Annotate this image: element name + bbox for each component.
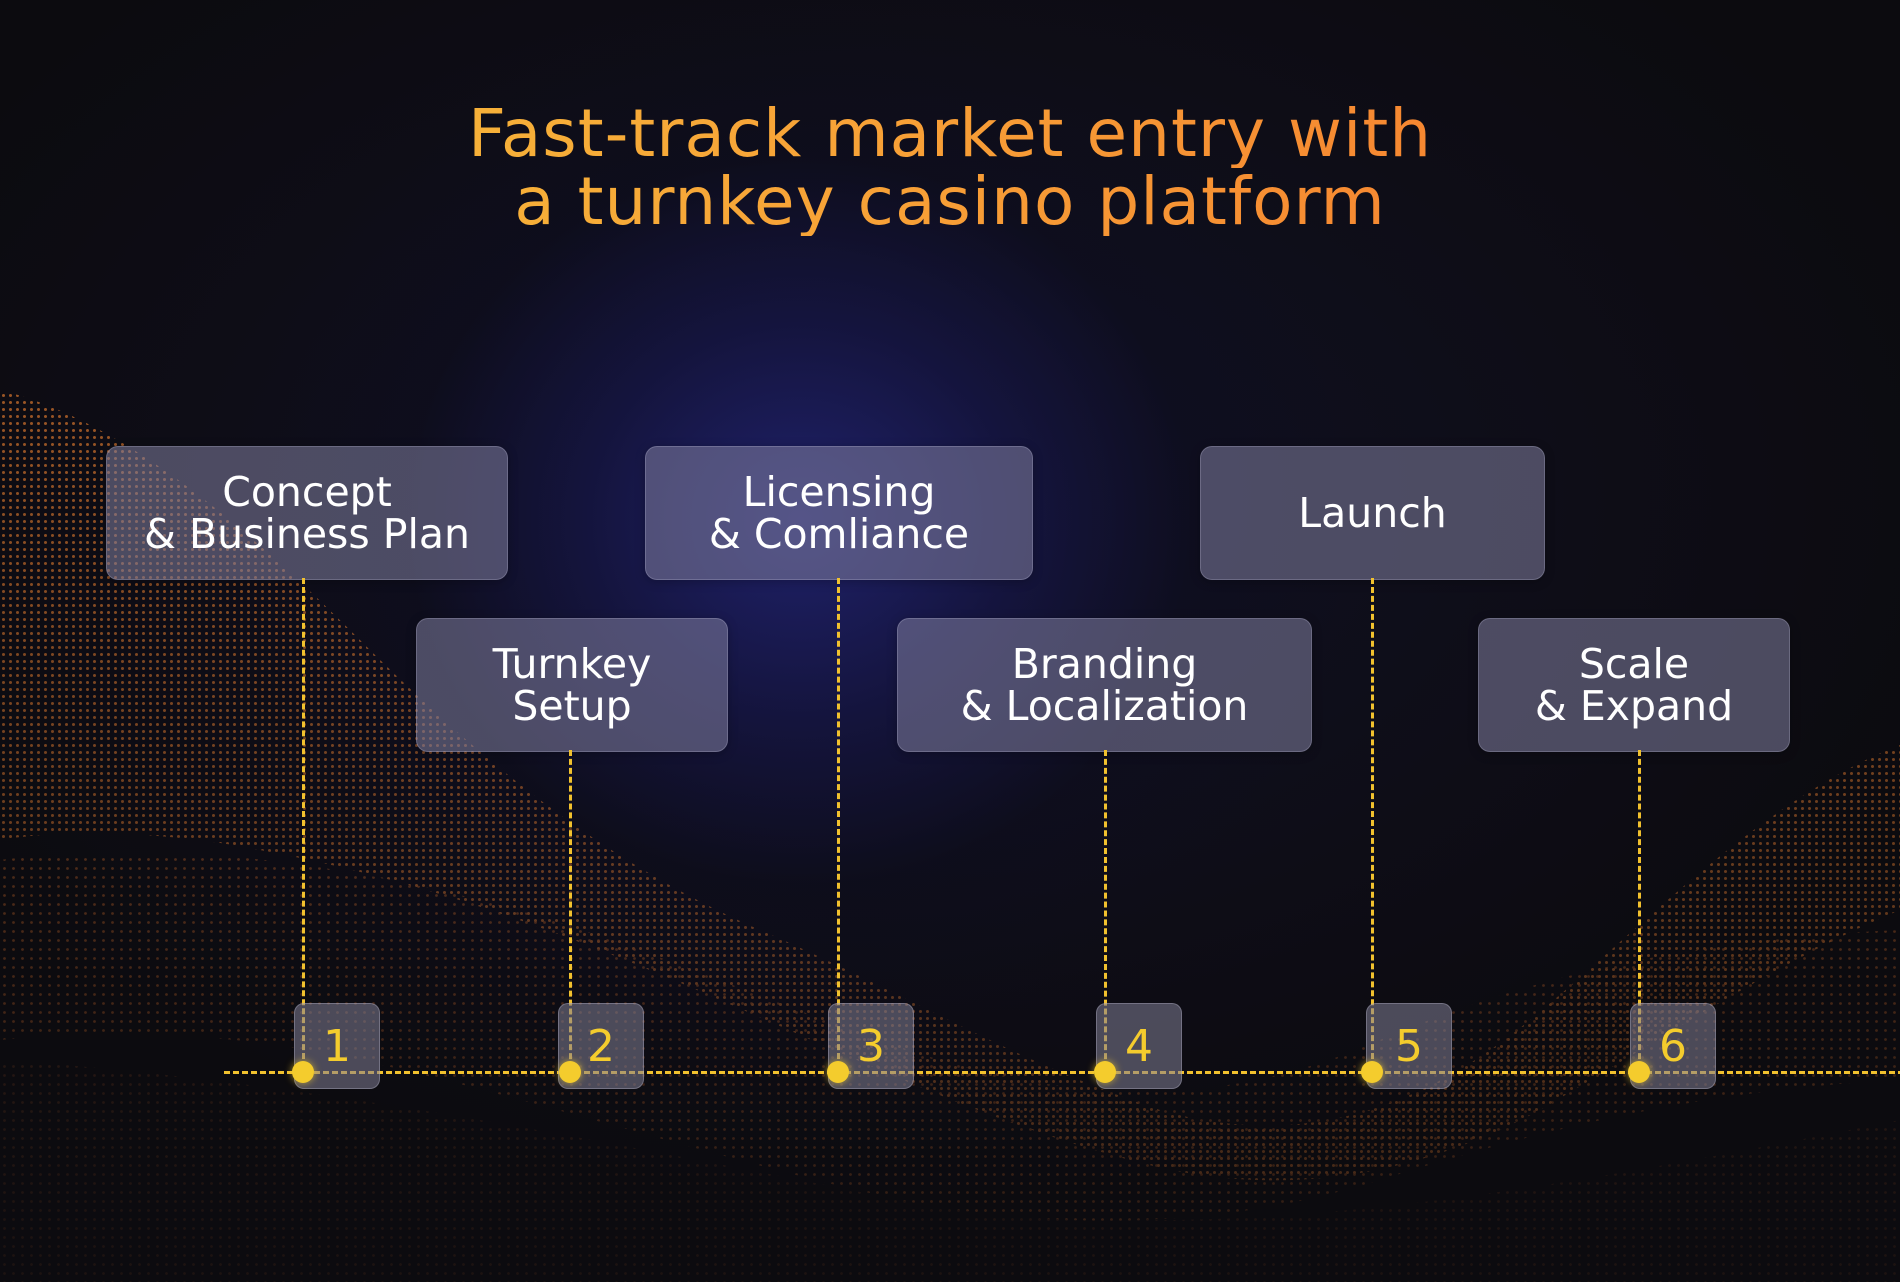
step-label-line-1: Turnkey (492, 640, 652, 688)
step-label-line-1: Scale (1578, 640, 1690, 688)
step-label-line-1: Concept (222, 468, 392, 516)
step-card-branding: Branding & Localization (897, 618, 1312, 752)
step-label-line-1: Branding (1011, 640, 1198, 688)
step-card-licensing: Licensing & Comliance (645, 446, 1033, 580)
step-label-line-2: & Business Plan (143, 510, 471, 558)
timeline-axis (224, 1071, 1900, 1074)
step-label-line-1: Launch (1298, 489, 1447, 537)
timeline-dot-4 (1094, 1061, 1116, 1083)
page-title-line-2: a turnkey casino platform (0, 168, 1900, 236)
connector-line-2 (569, 750, 572, 1068)
step-card-concept: Concept & Business Plan (106, 446, 508, 580)
step-card-turnkey-setup: Turnkey Setup (416, 618, 728, 752)
connector-line-3 (837, 578, 840, 1068)
timeline-dot-6 (1628, 1061, 1650, 1083)
step-label-line-2: & Localization (960, 682, 1249, 730)
timeline-dot-5 (1361, 1061, 1383, 1083)
step-card-scale: Scale & Expand (1478, 618, 1790, 752)
step-number-2: 2 (558, 1003, 644, 1089)
connector-line-1 (302, 578, 305, 1068)
page-title-line-1: Fast-track market entry with (0, 100, 1900, 168)
step-label-line-2: Setup (512, 682, 632, 730)
step-card-launch: Launch (1200, 446, 1545, 580)
step-label-line-1: Licensing (742, 468, 936, 516)
timeline-dot-3 (827, 1061, 849, 1083)
timeline-dot-2 (559, 1061, 581, 1083)
connector-line-6 (1638, 750, 1641, 1068)
connector-line-5 (1371, 578, 1374, 1068)
connector-line-4 (1104, 750, 1107, 1068)
step-label-line-2: & Expand (1534, 682, 1734, 730)
timeline-dot-1 (292, 1061, 314, 1083)
step-label-line-2: & Comliance (708, 510, 970, 558)
